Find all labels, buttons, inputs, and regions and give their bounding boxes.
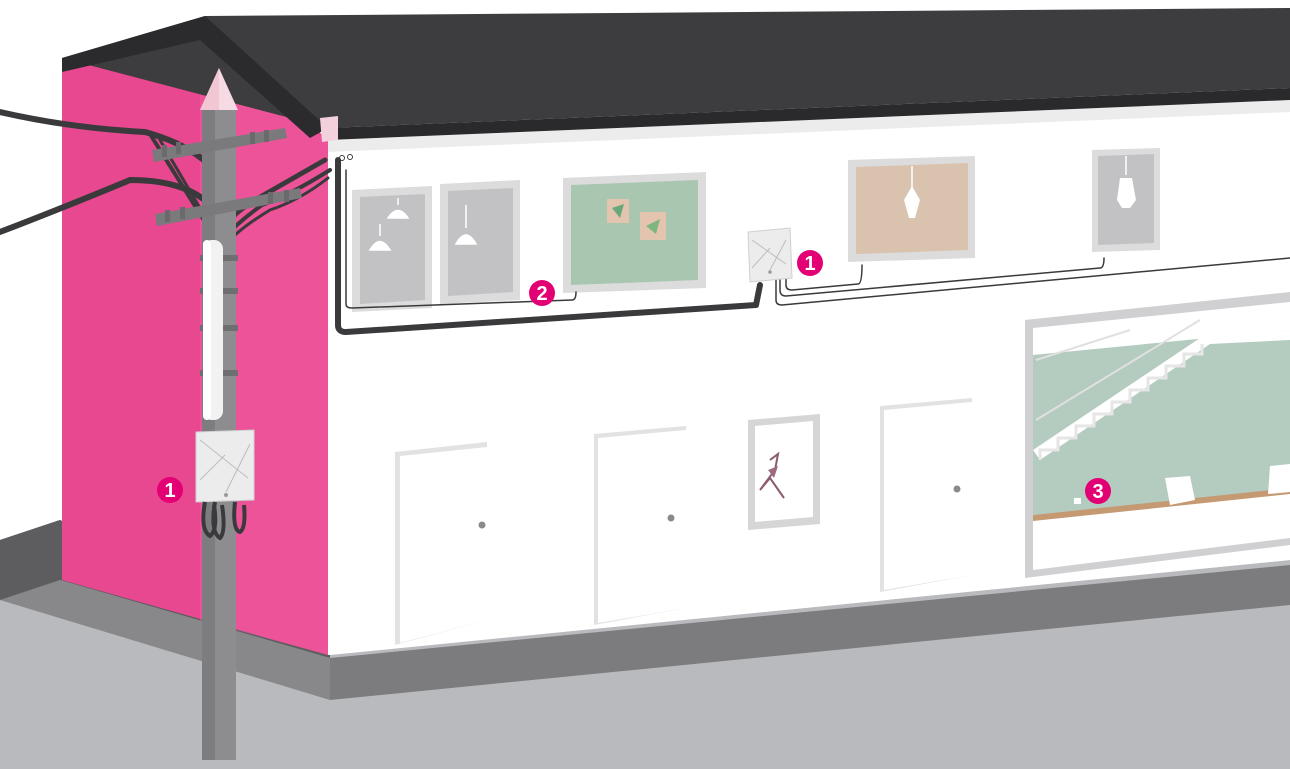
wall-connection-box [748, 228, 792, 282]
marker-3-interior: 3 [1085, 478, 1111, 504]
door-2 [594, 426, 686, 625]
pole-cable-closure [203, 240, 223, 420]
marker-1-pole: 1 [157, 477, 183, 503]
wall-picture [748, 414, 820, 530]
upper-window-small [1092, 148, 1160, 252]
door-1 [395, 442, 487, 645]
marker-2-cabling: 2 [529, 280, 555, 306]
building-side-wall [62, 30, 328, 655]
upper-window-1 [352, 186, 432, 312]
marker-3-interior-label: 3 [1092, 481, 1103, 503]
marker-1-pole-label: 1 [164, 480, 175, 502]
interior-window [1025, 292, 1290, 578]
marker-1-wall-box-label: 1 [804, 253, 815, 275]
upper-window-beige [848, 156, 975, 262]
door-3 [880, 398, 972, 592]
marker-2-cabling-label: 2 [536, 283, 547, 305]
marker-1-wall-box: 1 [797, 250, 823, 276]
upper-window-2 [440, 180, 520, 304]
pole-distribution-box [196, 430, 254, 538]
upper-window-green [563, 172, 706, 293]
